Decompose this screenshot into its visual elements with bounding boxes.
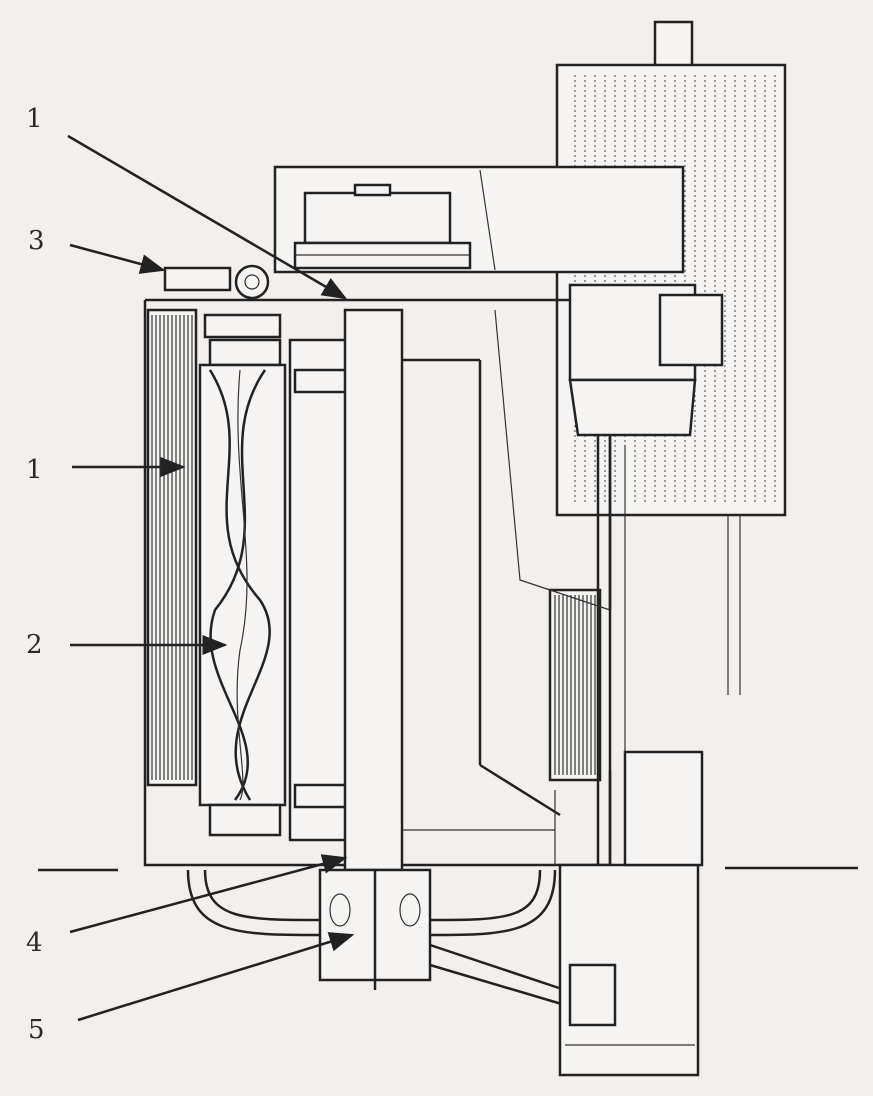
arrow-5 [77,932,355,1022]
label-1-mid: 1 [26,455,43,485]
label-4: 4 [26,928,43,958]
arrow-4 [69,854,348,934]
bottom-piping [186,750,704,1077]
right-motor [568,283,741,1050]
label-2: 2 [26,630,43,660]
drive-housing [163,165,685,300]
label-3: 3 [28,226,45,256]
main-body [143,298,612,872]
label-1-top: 1 [26,104,43,134]
arrow-3 [69,243,166,274]
arrow-1-top [67,134,348,300]
label-5: 5 [28,1015,45,1045]
